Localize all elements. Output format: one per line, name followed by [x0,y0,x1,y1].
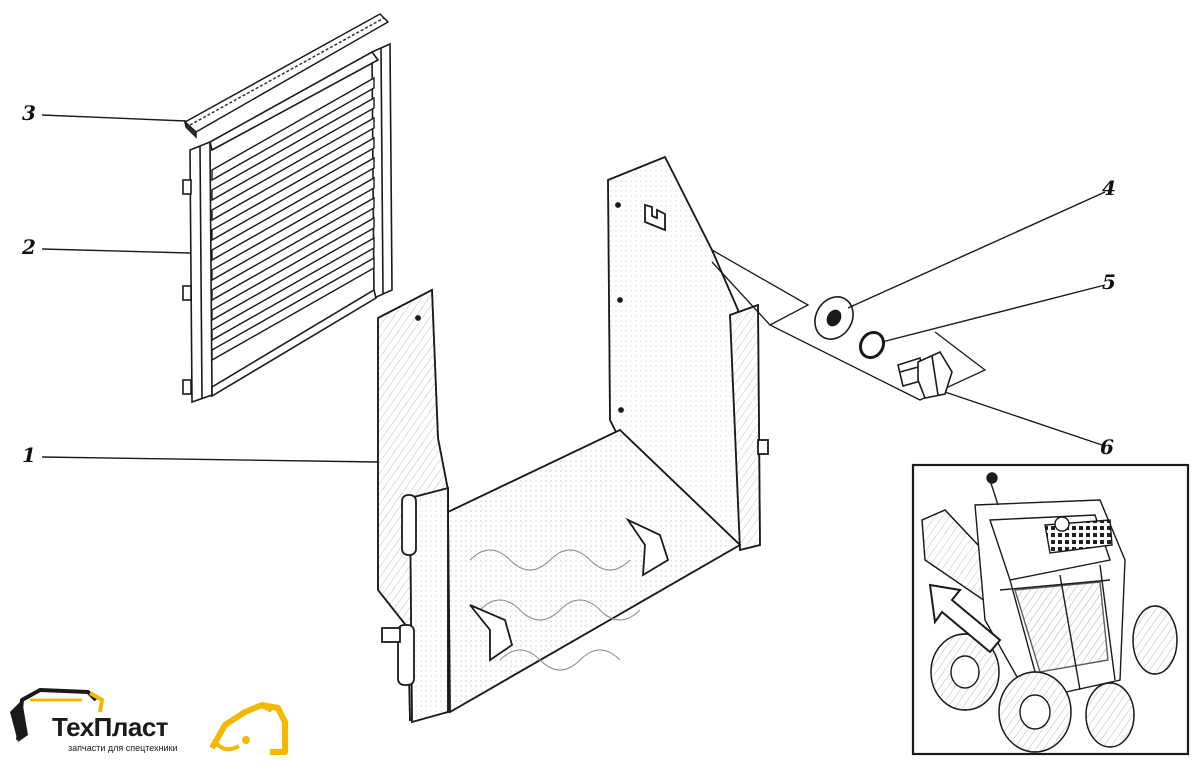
fastener-group [711,249,987,401]
skid-steer-loader-icon [921,472,1178,753]
callout-3: 3 [22,101,36,125]
callout-2: 2 [22,235,36,259]
callout-1: 1 [22,443,36,467]
callout-6: 6 [1100,435,1114,459]
callout-leaders [41,114,1106,463]
logo-brand: ТехПласт [52,712,169,742]
inset-locator-box [911,463,1190,756]
callout-4: 4 [1102,176,1116,200]
flat-washer-part-4 [814,296,854,340]
location-arrow-icon [928,583,1002,654]
techplast-logo-icon [10,688,288,755]
seal-strip-part-3 [183,13,390,139]
radiator-grille-part-2 [182,42,393,404]
logo-tagline: запчасти для спецтехники [68,743,178,753]
lock-washer-part-5 [858,330,886,360]
hex-bolt-part-6 [897,350,953,399]
housing-bracket-part-1 [377,155,769,724]
callout-5: 5 [1102,270,1116,294]
